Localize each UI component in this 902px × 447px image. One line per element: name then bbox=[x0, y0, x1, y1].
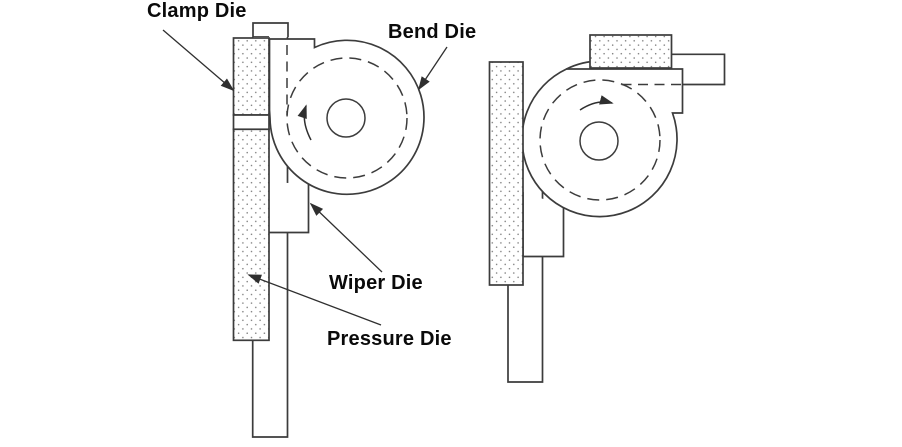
label-clamp-die: Clamp Die bbox=[147, 0, 247, 22]
curved-arrow-up-icon bbox=[297, 104, 312, 141]
bend-die-leader-arrow bbox=[418, 46, 448, 91]
bend-die-shape bbox=[268, 38, 425, 196]
die-joint-block bbox=[232, 114, 270, 131]
bend-die-groove-dashed bbox=[286, 57, 408, 179]
right-view bbox=[488, 34, 726, 383]
wiper-die-shape bbox=[267, 182, 310, 234]
curved-arrow-right-icon bbox=[579, 95, 614, 111]
clamp-die-shape bbox=[232, 37, 270, 116]
bend-die-groove-dashed bbox=[539, 79, 661, 201]
bend-die-bore bbox=[326, 98, 366, 138]
label-pressure-die: Pressure Die bbox=[327, 328, 452, 350]
bend-die-shape bbox=[521, 68, 684, 218]
bend-die-bore bbox=[579, 121, 619, 161]
pressure-die-leader-arrow bbox=[247, 274, 382, 326]
label-bend-die: Bend Die bbox=[388, 21, 477, 43]
label-wiper-die: Wiper Die bbox=[329, 272, 423, 294]
tube-end-cap bbox=[252, 22, 289, 38]
clamp-die-shape bbox=[589, 34, 673, 69]
wiper-die-leader-arrow bbox=[309, 202, 383, 273]
pressure-die-shape bbox=[488, 61, 524, 286]
pressure-die-shape bbox=[232, 128, 270, 342]
clamp-die-leader-arrow bbox=[162, 29, 235, 92]
left-view bbox=[162, 22, 448, 438]
